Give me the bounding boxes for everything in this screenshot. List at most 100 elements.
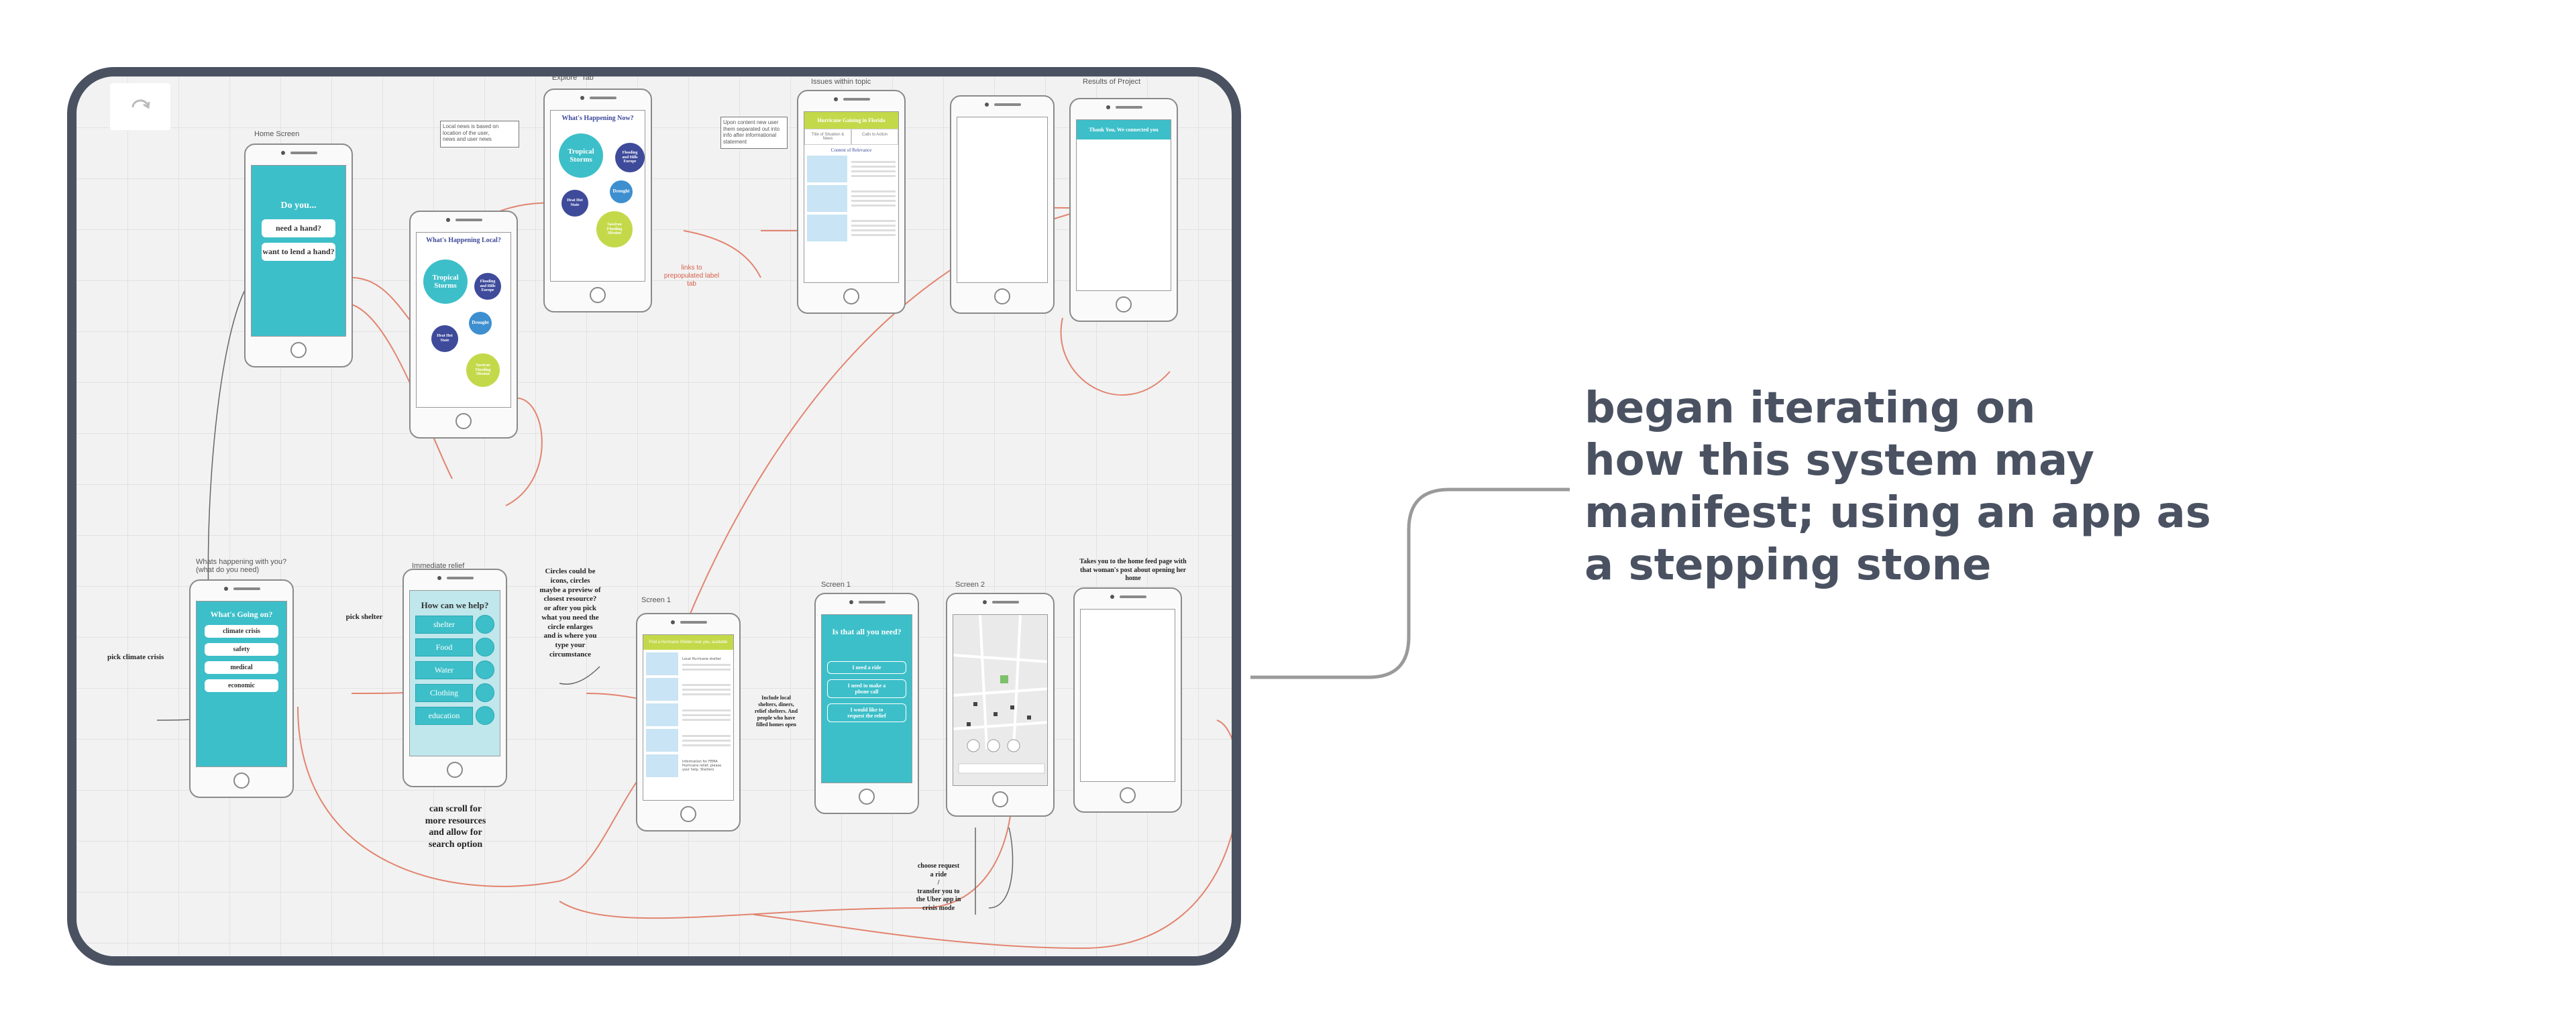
phone-camera	[849, 600, 853, 604]
phone-speaker	[994, 103, 1021, 106]
help-row[interactable]: Clothing	[415, 683, 494, 702]
circle-drought[interactable]: Drought	[610, 180, 633, 203]
map-view[interactable]	[953, 615, 1048, 786]
help-row[interactable]: shelter	[415, 615, 494, 634]
phone-home-button	[590, 287, 606, 303]
phone-blank-2	[1073, 587, 1182, 813]
thumbnail	[807, 156, 847, 182]
help-row[interactable]: Food	[415, 638, 494, 656]
list-item[interactable]	[646, 703, 731, 726]
phone-results: Thank You, We connected you	[1069, 98, 1178, 322]
circle-drought[interactable]: Drought	[469, 312, 492, 335]
shelter-item-label: Local Hurricane shelter	[682, 657, 721, 661]
climate-crisis-button[interactable]: climate crisis	[205, 625, 278, 638]
row-dot[interactable]	[476, 706, 494, 725]
screen-map	[953, 614, 1048, 786]
issues-header: Hurricane Gaining in Florida	[804, 112, 898, 129]
food-button[interactable]: Food	[415, 638, 473, 656]
help-row[interactable]: education	[415, 706, 494, 725]
phone-blank-1	[950, 95, 1055, 314]
phone-speaker	[1116, 106, 1142, 109]
going-on-title: What's Going on?	[210, 610, 273, 619]
explore-title: What's Happening Now?	[561, 115, 634, 122]
phone-home-button	[455, 413, 472, 429]
phone-screen-1b: Is that all you need? I need a ride I ne…	[814, 593, 919, 814]
note-choose-ride: choose request a ride / transfer you to …	[916, 862, 961, 912]
row-dot[interactable]	[476, 683, 494, 702]
phone-home-button	[992, 791, 1008, 807]
tab-calls-to-action[interactable]: Calls to Action	[851, 129, 898, 145]
label-results: Results of Project	[1083, 78, 1141, 86]
phone-speaker	[590, 97, 616, 99]
row-dot[interactable]	[476, 615, 494, 634]
phone-screen-1a: Find a Hurricane Shelter near you, avail…	[636, 613, 741, 832]
safety-button[interactable]: safety	[205, 643, 278, 656]
screen-is-that-all: Is that all you need? I need a ride I ne…	[821, 614, 912, 783]
screen-local: What's Happening Local? Tropical Storms …	[416, 232, 511, 408]
need-hand-button[interactable]: need a hand?	[262, 219, 335, 237]
board-logo	[110, 83, 170, 130]
thumbnail	[646, 652, 678, 675]
circle-flooding[interactable]: Flooding and Hills Europe	[474, 273, 501, 300]
thumbnail	[646, 729, 678, 752]
label-screen-2: Screen 2	[955, 581, 985, 589]
note-box-local: Local news is based on location of the u…	[440, 121, 519, 148]
local-title: What's Happening Local?	[426, 237, 501, 244]
callout-line-3: manifest; using an app as	[1585, 488, 2211, 538]
list-item[interactable]	[807, 215, 896, 241]
phone-home-button	[994, 288, 1010, 304]
list-item[interactable]	[646, 678, 731, 701]
label-screen-1a: Screen 1	[641, 596, 672, 604]
medical-button[interactable]: medical	[205, 661, 278, 674]
tab-situation[interactable]: Title of Situation & News	[804, 129, 851, 145]
phone-camera	[834, 97, 838, 101]
circle-tropical[interactable]: Tropical Storms	[423, 260, 468, 304]
home-title: Do you...	[280, 201, 317, 211]
circle-heat[interactable]: Heat Hot State	[561, 190, 588, 217]
phone-camera	[580, 96, 584, 100]
callout-line-1: began iterating on	[1585, 384, 2036, 433]
phone-home-button	[680, 806, 696, 822]
thumbnail	[807, 185, 847, 212]
callout-line-4: a stepping stone	[1585, 540, 1992, 590]
lend-hand-button[interactable]: want to lend a hand?	[262, 243, 335, 261]
phone-call-button[interactable]: I need to make a phone call	[827, 679, 906, 698]
is-that-all-title: Is that all you need?	[832, 627, 902, 636]
phone-home-button	[447, 762, 463, 778]
list-item[interactable]: Information for FEMA Hurricane relief, p…	[646, 754, 731, 777]
list-item[interactable]	[807, 185, 896, 212]
list-item[interactable]	[807, 156, 896, 182]
row-dot[interactable]	[476, 661, 494, 679]
help-title: How can we help?	[421, 600, 489, 610]
screen-shelter-list: Find a Hurricane Shelter near you, avail…	[643, 634, 734, 801]
clothing-button[interactable]: Clothing	[415, 683, 473, 702]
help-row[interactable]: Water	[415, 661, 494, 679]
education-button[interactable]: education	[415, 706, 473, 725]
thumbnail	[646, 703, 678, 726]
request-relief-button[interactable]: I would like to request the relief	[827, 703, 906, 722]
phone-camera	[1106, 105, 1110, 109]
water-button[interactable]: Water	[415, 661, 473, 679]
need-ride-button[interactable]: I need a ride	[827, 661, 906, 674]
circle-sawiran[interactable]: Sawiran Flooding Mission	[466, 353, 500, 387]
phone-speaker	[843, 98, 870, 101]
circle-heat[interactable]: Heat Hot State	[431, 325, 458, 352]
row-dot[interactable]	[476, 638, 494, 656]
circle-sawiran[interactable]: Sawiran Flooding Mission	[596, 211, 633, 247]
list-item[interactable]	[646, 729, 731, 752]
shelter-button[interactable]: shelter	[415, 615, 473, 634]
phone-camera	[983, 600, 987, 604]
circle-flooding[interactable]: Flooding and Hills Europe	[615, 143, 645, 172]
thumbnail	[807, 215, 847, 241]
screen-how-can-we-help: How can we help? shelter Food Water Clot…	[409, 590, 500, 756]
economic-button[interactable]: economic	[205, 679, 278, 692]
phone-speaker	[859, 601, 885, 604]
circle-tropical[interactable]: Tropical Storms	[559, 133, 603, 178]
screen-explore: What's Happening Now? Tropical Storms Fl…	[550, 110, 645, 282]
phone-speaker	[447, 577, 474, 579]
undo-arrow-icon	[131, 99, 150, 109]
list-item[interactable]: Local Hurricane shelter	[646, 652, 731, 675]
phone-home-button	[1120, 787, 1136, 803]
note-scroll: can scroll for more resources and allow …	[425, 804, 486, 850]
phone-local: What's Happening Local? Tropical Storms …	[409, 211, 518, 439]
